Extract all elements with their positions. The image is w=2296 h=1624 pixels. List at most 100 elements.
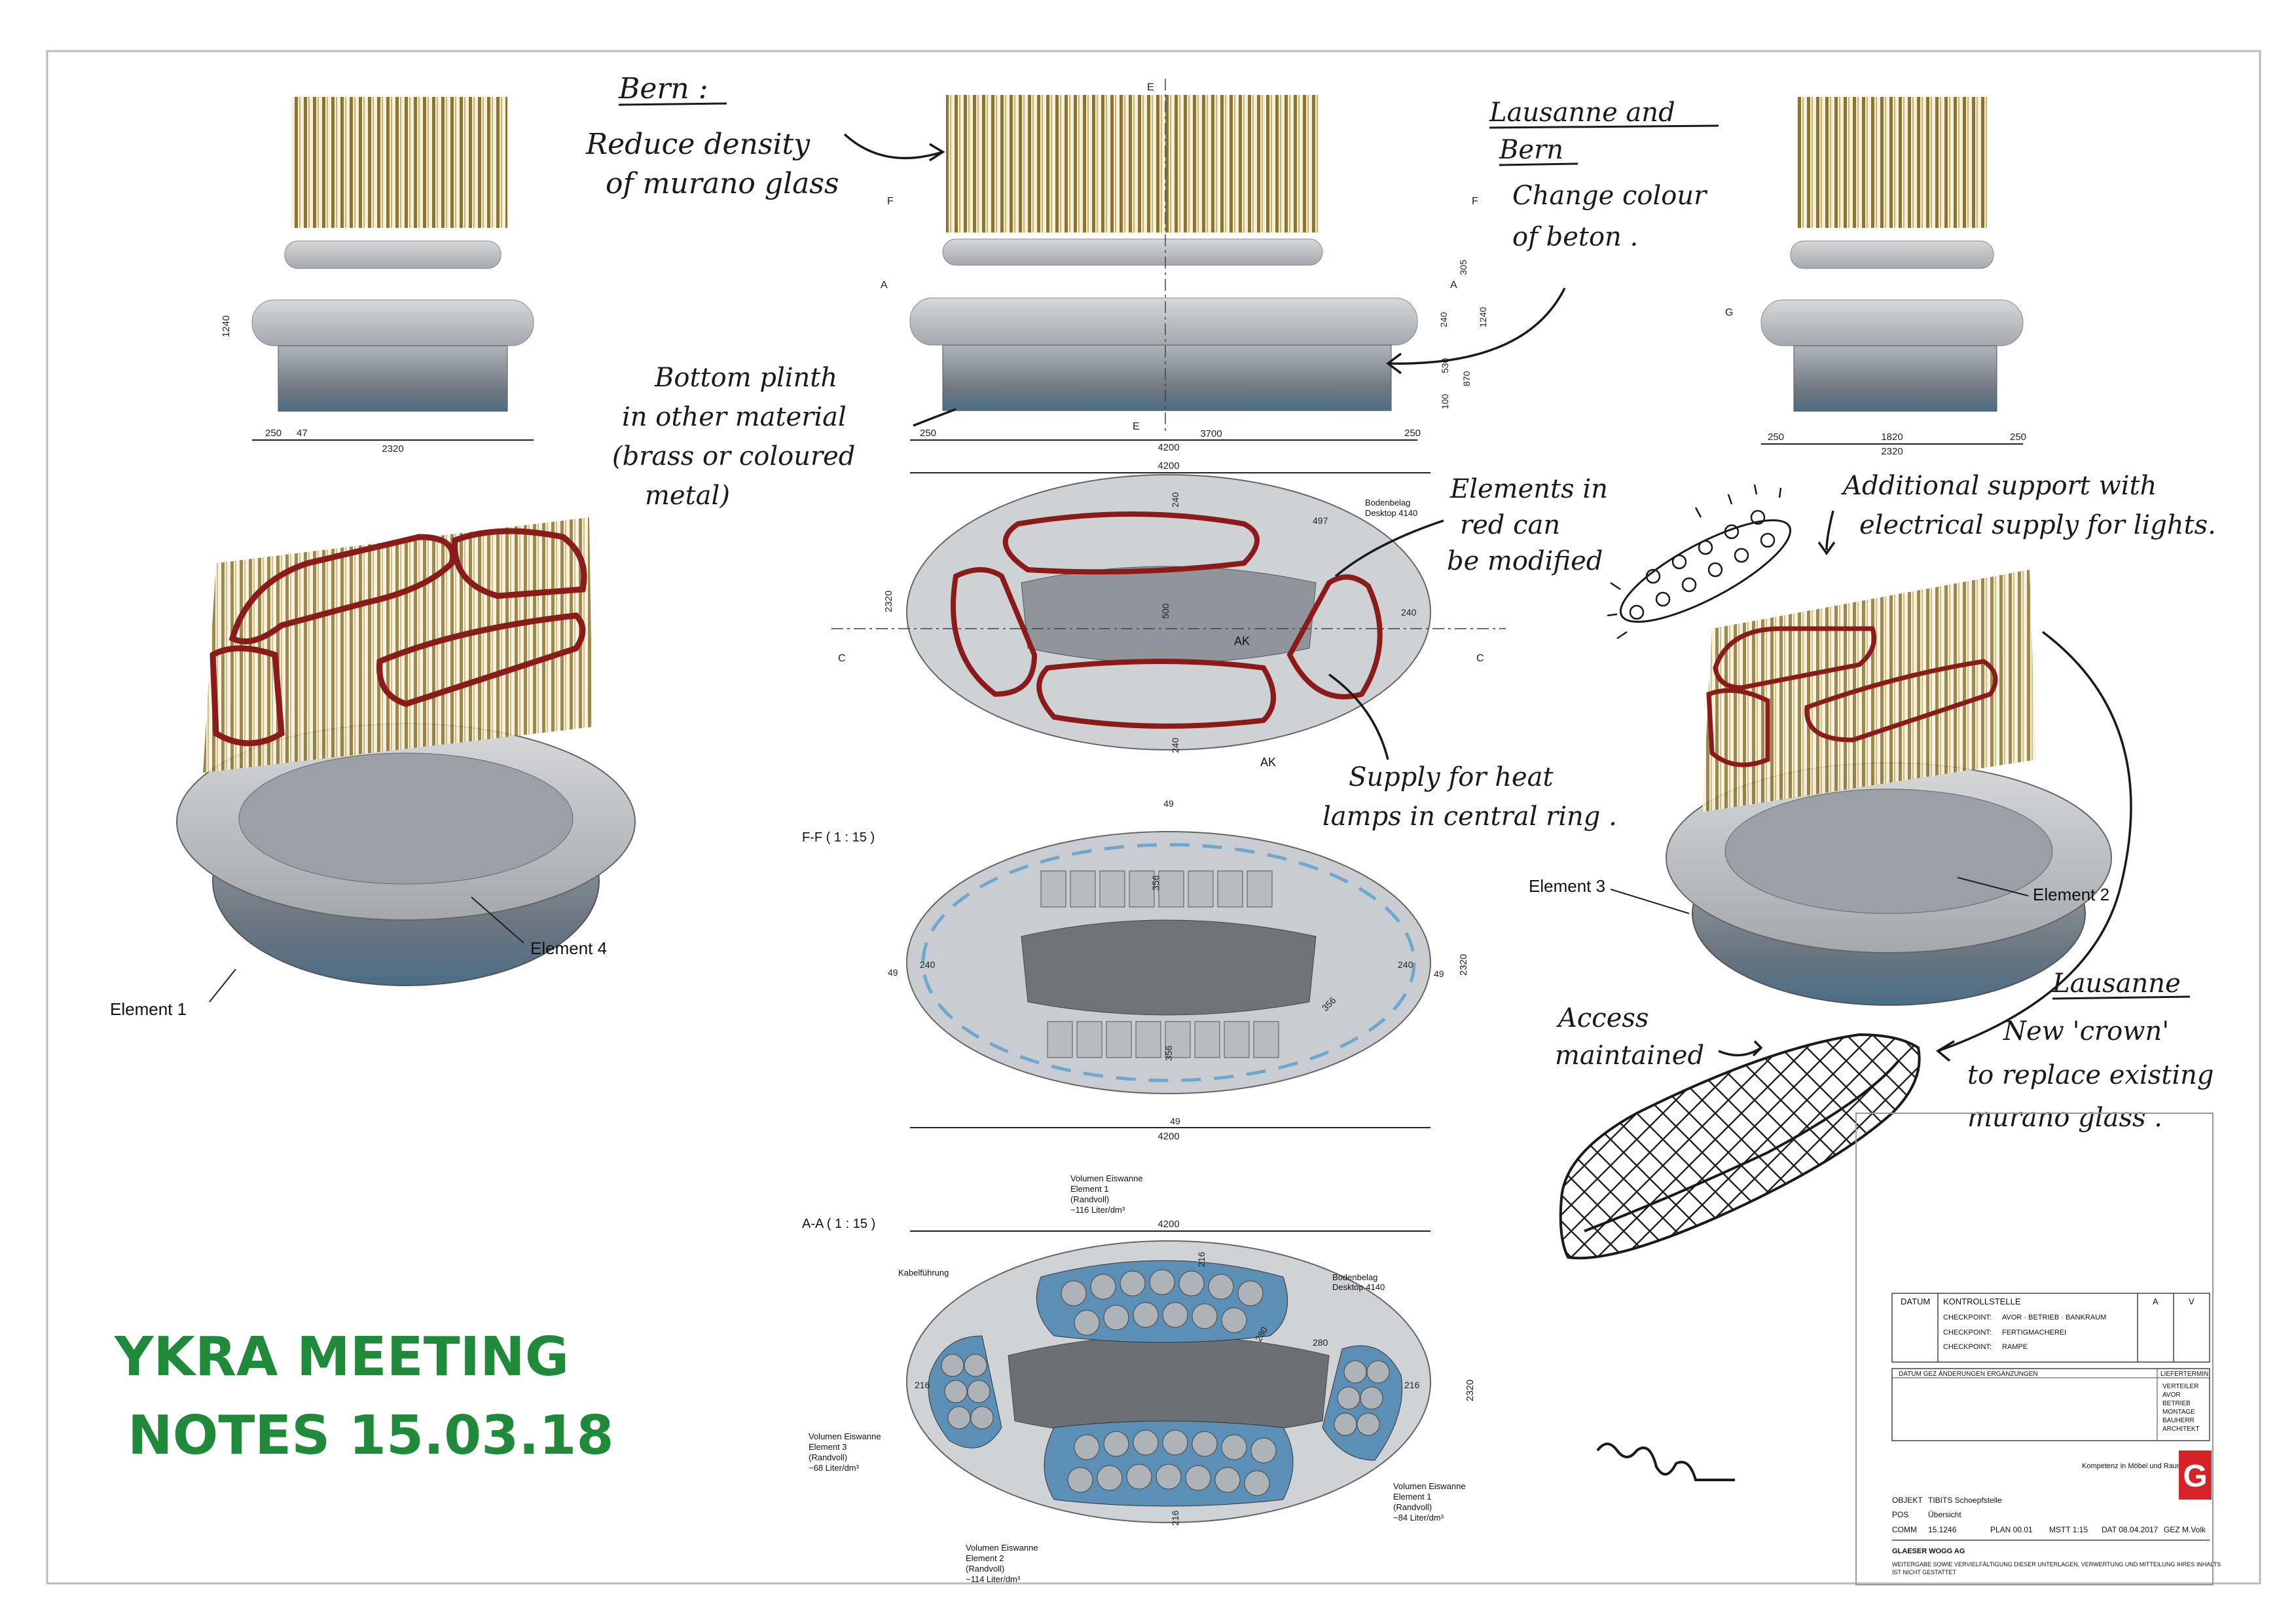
left-persp-crown (203, 517, 592, 773)
title-block-copyright-1: WEITERGABE SOWIE VERVIELFÄLTIGUNG DIESER… (1892, 1561, 2221, 1568)
note-bern: Bern : Reduce density of murano glass (585, 72, 839, 200)
svg-text:~116 Liter/dm³: ~116 Liter/dm³ (1070, 1205, 1125, 1215)
title-block-cp3: CHECKPOINT: (1943, 1343, 1992, 1351)
title-block-objekt-key: OBJEKT (1892, 1496, 1923, 1505)
top-plan-dim-240-bottom: 240 (1170, 737, 1180, 753)
title-block-pos-val: Übersicht (1928, 1510, 1961, 1519)
top-plan-red-module-top (1002, 511, 1260, 575)
section-aa-bodenbelag-1: Bodenbelag (1332, 1272, 1377, 1282)
left-persp-red-outline-4 (376, 612, 586, 707)
note-lausanne-bern: Lausanne and Bern Change colour of beton… (1489, 98, 1719, 252)
section-ff-dim-240-right: 240 (1398, 959, 1413, 970)
left-elev-side-dim-a: 250 (265, 428, 282, 439)
note-support-line1: Additional support with (1840, 471, 2157, 501)
note-elements-line1: Elements in (1449, 474, 1608, 504)
left-elev-height-dim: 1240 (221, 316, 232, 337)
svg-text:Element 1: Element 1 (1393, 1492, 1432, 1502)
left-persp-element1-label: Element 1 (110, 999, 187, 1019)
sheet-border (46, 50, 2261, 1585)
left-persp-element4-label: Element 4 (530, 938, 607, 958)
title-block-liefertermin: LIEFERTERMIN (2160, 1371, 2208, 1378)
right-persp-red-outline-2 (1804, 659, 1998, 743)
svg-text:(Randvoll): (Randvoll) (1393, 1502, 1432, 1512)
right-elev-side-dim-a: 250 (1768, 432, 1784, 443)
left-persp-leader-e1 (209, 969, 236, 1003)
left-elevation: 2320 250 47 1240 (221, 97, 534, 454)
section-aa-pans-top (1061, 1269, 1264, 1336)
arrow-heat-lamps (1328, 673, 1389, 760)
right-elev-upper-ring (1790, 240, 1994, 269)
title-block-tagline: Kompetenz in Möbel und Raum (2082, 1462, 2183, 1470)
right-persp-element2-label: Element 2 (2033, 885, 2109, 904)
center-elev-counter (909, 297, 1418, 346)
right-persp-leader-e3 (1610, 889, 1690, 914)
left-persp-red-outline-2 (452, 528, 587, 599)
note-access-line2: maintained (1555, 1041, 1704, 1071)
center-elev-h-100: 100 (1440, 394, 1450, 409)
center-elev-marker-f-right: F (1472, 196, 1478, 207)
title-block-dist-5: ARCHITEKT (2162, 1426, 2200, 1433)
center-elev-side-dim-right: 250 (1404, 428, 1421, 439)
right-persp-inner (1724, 788, 2053, 914)
title-block-dist-1: AVOR (2162, 1392, 2181, 1399)
left-persp-inner (238, 752, 574, 885)
section-aa-dim-216-right: 216 (1404, 1380, 1420, 1390)
title-block-mstt: MSTT 1:15 (2049, 1525, 2088, 1534)
section-aa-vol-e1-right: Volumen Eiswanne Element 1 (Randvoll) ~8… (1393, 1481, 1466, 1522)
svg-text:Volumen Eiswanne: Volumen Eiswanne (1070, 1173, 1143, 1183)
svg-text:Volumen Eiswanne: Volumen Eiswanne (966, 1543, 1038, 1553)
title-block-rev-header: DATUM GEZ ÄNDERUNGEN ERGÄNZUNGEN (1899, 1370, 2038, 1378)
title-block-dist-2: BETRIEB (2162, 1400, 2191, 1407)
title-block-comm-key: COMM (1892, 1525, 1917, 1534)
svg-text:Element 2: Element 2 (966, 1553, 1004, 1563)
svg-text:Element 1: Element 1 (1070, 1184, 1109, 1194)
section-aa-title: A-A ( 1 : 15 ) (802, 1217, 875, 1231)
note-crown-line2: to replace existing (1967, 1060, 2214, 1090)
title-block-cp2: CHECKPOINT: (1943, 1329, 1992, 1337)
top-plan-width-dim: 4200 (1157, 460, 1179, 471)
lamp-bar-rays (1607, 484, 1782, 640)
center-elev-marker-a-left: A (881, 280, 888, 291)
note-plinth: Bottom plinth in other material (brass o… (612, 363, 855, 511)
top-plan-dim-500: 500 (1160, 603, 1171, 619)
arrow-crown-to-perspective (1935, 631, 2132, 1062)
note-bern-underline (618, 102, 727, 106)
note-plinth-line2: in other material (622, 402, 847, 432)
center-elev-width-dim: 4200 (1157, 442, 1179, 453)
note-heat-line2: lamps in central ring . (1322, 802, 1617, 832)
section-ff-width-dim: 4200 (1157, 1131, 1179, 1142)
title-block-datum: DATUM (1901, 1297, 1930, 1306)
center-elev-base (942, 344, 1392, 411)
title-block-check-table (1891, 1293, 2210, 1363)
left-elev-counter (251, 299, 534, 346)
svg-text:~84 Liter/dm³: ~84 Liter/dm³ (1393, 1513, 1444, 1522)
section-aa: A-A ( 1 : 15 ) 4200 2320 216 216 216 216… (802, 1173, 1476, 1584)
lamp-bar-sketch (1607, 484, 1792, 640)
center-elev-upper-ring (942, 238, 1323, 266)
title-block-comm-val: 15.1246 (1928, 1525, 1957, 1534)
section-aa-vol-e1-top: Volumen Eiswanne Element 1 (Randvoll) ~1… (1070, 1173, 1143, 1215)
section-ff-center (1021, 919, 1317, 1016)
section-ff-dim-356-top: 356 (1150, 875, 1161, 891)
section-aa-depth-dim: 2320 (1465, 1380, 1476, 1401)
top-plan-ak-label-1: AK (1234, 635, 1250, 648)
section-aa-bodenbelag-2: Desktop 4140 (1332, 1282, 1385, 1292)
note-meeting: YKRA MEETING NOTES 15.03.18 (114, 1326, 614, 1467)
note-plinth-line4: metal) (645, 481, 730, 511)
top-plan-ak-label-2: AK (1260, 756, 1276, 769)
left-perspective: Element 1 Element 4 (110, 517, 636, 1019)
right-elev-inner-dim: 1820 (1881, 432, 1903, 443)
section-ff-dim-49-top: 49 (1163, 798, 1174, 809)
title-block-copyright-2: IST NICHT GESTATTET (1892, 1569, 1956, 1576)
right-elev-side-dim-b: 250 (2010, 432, 2026, 443)
right-perspective: Element 3 Element 2 (1529, 570, 2112, 1006)
center-elev-h-870: 870 (1461, 371, 1472, 386)
top-plan-red-module-right (1286, 574, 1383, 699)
note-access: Access maintained (1555, 1003, 1704, 1071)
crown-sketch (1559, 1033, 1921, 1260)
title-block: DATUM KONTROLLSTELLE A V CHECKPOINT: AVO… (1855, 1113, 2221, 1585)
right-persp-leader-e2 (1957, 877, 2029, 896)
note-crown-line3: murano glass . (1967, 1103, 2162, 1133)
note-lb-line2: Bern (1499, 135, 1563, 165)
lamp-bar-outline (1619, 519, 1792, 623)
